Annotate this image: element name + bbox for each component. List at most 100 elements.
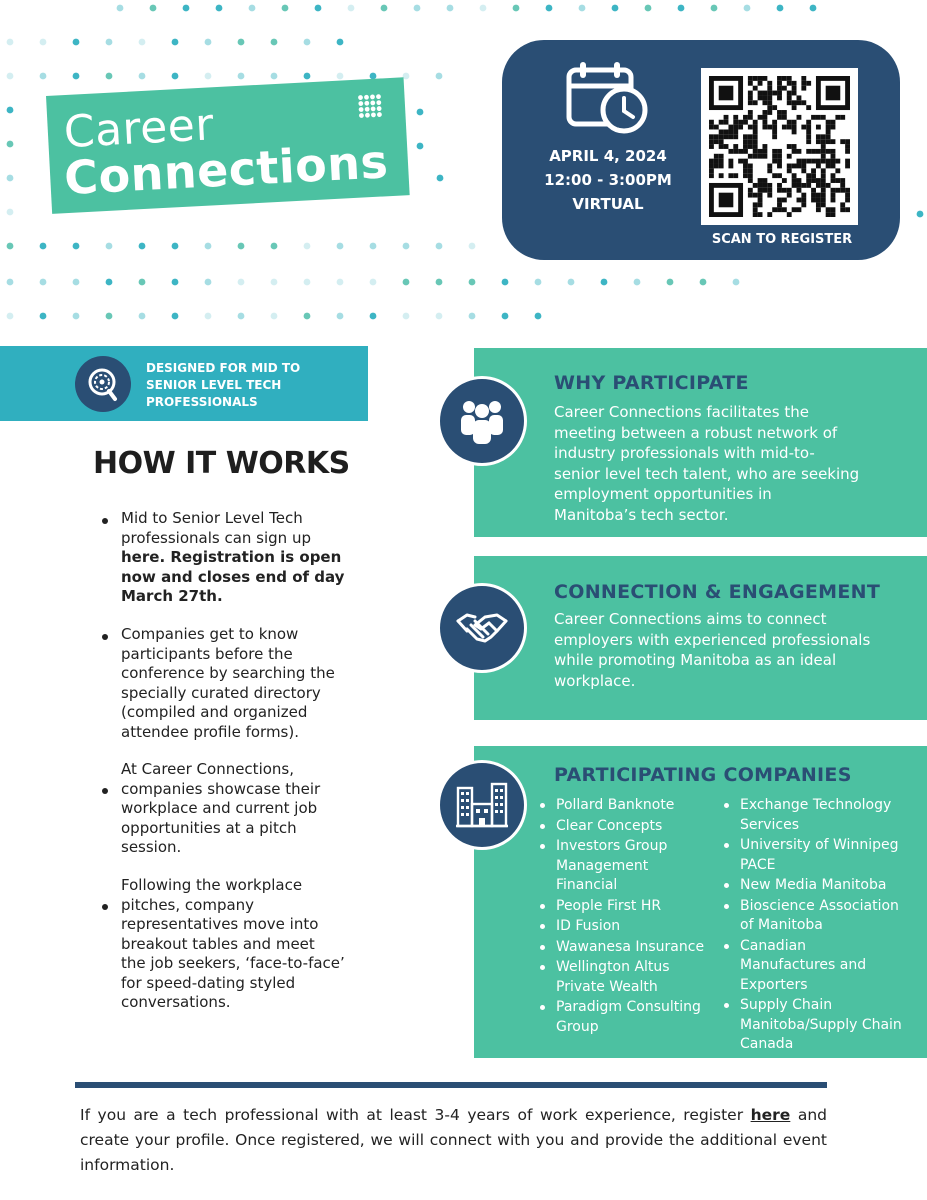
footer-text-part-2: and create your profile. Once registered… — [80, 1106, 827, 1174]
decor-dot — [105, 72, 113, 80]
decor-dot — [809, 4, 817, 12]
audience-banner: DESIGNED FOR MID TO SENIOR LEVEL TECH PR… — [0, 346, 368, 421]
decor-dot — [237, 278, 245, 286]
item1-line: now and closes end of day — [121, 567, 345, 586]
connection-engagement-text: Career Connections aims to connect emplo… — [554, 610, 871, 690]
decor-dot — [743, 4, 751, 12]
handshake-icon — [456, 613, 508, 643]
decor-dot — [182, 4, 190, 12]
company-name-line: Services — [740, 816, 800, 833]
career-connections-logo: Career Connections — [46, 77, 410, 214]
how-it-works-item-3: At Career Connections, companies showcas… — [102, 760, 364, 858]
company-name-line: Clear Concepts — [556, 817, 663, 834]
decor-dot — [237, 312, 245, 320]
company-name-line: Financial — [556, 877, 618, 893]
decor-dot — [303, 72, 311, 80]
decor-dot — [6, 208, 14, 216]
item1-line: professionals can sign up — [121, 528, 311, 547]
decor-dot — [402, 242, 410, 250]
company-name-line: Private Wealth — [556, 978, 658, 995]
decor-dot — [501, 312, 509, 320]
decor-dot — [380, 4, 388, 12]
decor-dot — [567, 278, 575, 286]
bullet — [102, 904, 108, 910]
company-name-line: Manitoba/Supply Chain — [740, 1016, 902, 1033]
event-info-card: APRIL 4, 2024 12:00 - 3:00PM VIRTUAL SCA… — [502, 40, 900, 260]
calendar-clock-icon — [566, 62, 648, 134]
decor-dot — [138, 72, 146, 80]
how-it-works-item-2: Companies get to know participants befor… — [102, 625, 364, 742]
decor-dot — [6, 140, 14, 148]
item3-line: At Career Connections, — [121, 760, 294, 778]
event-mode: VIRTUAL — [572, 195, 644, 213]
decor-dot — [39, 242, 47, 250]
decor-dot — [479, 4, 487, 12]
item2-line: (compiled and organized — [121, 703, 308, 721]
decor-dot — [105, 242, 113, 250]
decor-dot — [436, 174, 444, 182]
item1-line: March 27th. — [121, 587, 223, 605]
decor-dot — [644, 4, 652, 12]
decor-dot — [138, 38, 146, 46]
company-name-line: Pollard Banknote — [556, 797, 675, 813]
target-search-icon — [88, 368, 117, 401]
decor-dot — [171, 278, 179, 286]
company-item: New Media Manitoba — [720, 876, 920, 896]
decor-dot — [303, 242, 311, 250]
why-participate-title: WHY PARTICIPATE — [554, 372, 749, 394]
signup-here-link[interactable]: here — [121, 548, 160, 566]
company-name-line: Wellington Altus — [556, 959, 670, 975]
decor-dot — [303, 312, 311, 320]
decor-dot — [534, 312, 542, 320]
decor-dot — [39, 72, 47, 80]
footer-divider — [75, 1082, 827, 1088]
decor-dot — [116, 4, 124, 12]
company-name-line: Paradigm Consulting — [556, 999, 701, 1015]
decor-dot — [204, 72, 212, 80]
company-item: Wawanesa Insurance — [536, 938, 726, 958]
decor-dot — [204, 38, 212, 46]
event-time: 12:00 - 3:00PM — [544, 171, 672, 189]
company-name-line: Management — [556, 857, 649, 874]
decor-dot — [501, 278, 509, 286]
item4-line: Following the workplace — [121, 876, 303, 894]
decor-dot — [369, 242, 377, 250]
company-name-line: Exporters — [740, 976, 808, 993]
decor-dot — [776, 4, 784, 12]
audience-text: DESIGNED FOR MID TO SENIOR LEVEL TECH PR… — [146, 360, 356, 411]
footer-text-part-1: If you are a tech professional with at l… — [80, 1106, 751, 1124]
qr-code-pattern — [709, 76, 850, 217]
decor-dot — [416, 108, 424, 116]
decor-dot — [446, 4, 454, 12]
decor-dot — [281, 4, 289, 12]
decor-dot — [270, 312, 278, 320]
decor-dot — [369, 312, 377, 320]
footer-text: If you are a tech professional with at l… — [80, 1103, 827, 1178]
registration-qr-code[interactable] — [701, 68, 858, 225]
company-name-line: Group — [556, 1018, 599, 1035]
decor-dot — [336, 38, 344, 46]
decor-dot — [39, 278, 47, 286]
decor-dot — [270, 38, 278, 46]
company-name-line: Exchange Technology — [740, 797, 892, 813]
decor-dot — [534, 278, 542, 286]
item3-line: companies showcase their — [121, 779, 321, 798]
audience-icon-circle — [75, 356, 131, 412]
bullet — [102, 634, 108, 640]
company-name-line: Investors Group — [556, 838, 668, 854]
why-participate-text: Career Connections facilitates the meeti… — [554, 403, 860, 524]
decor-dot — [435, 242, 443, 250]
item4-line: pitches, company — [121, 895, 255, 914]
decor-dot — [600, 278, 608, 286]
company-name-line: Canadian — [740, 937, 807, 954]
decor-dot — [6, 106, 14, 114]
item4-line: representatives move into — [121, 915, 319, 933]
footer-register-here-link[interactable]: here — [750, 1106, 791, 1124]
decor-dot — [204, 278, 212, 286]
event-date-block: APRIL 4, 2024 12:00 - 3:00PM VIRTUAL — [532, 144, 684, 216]
